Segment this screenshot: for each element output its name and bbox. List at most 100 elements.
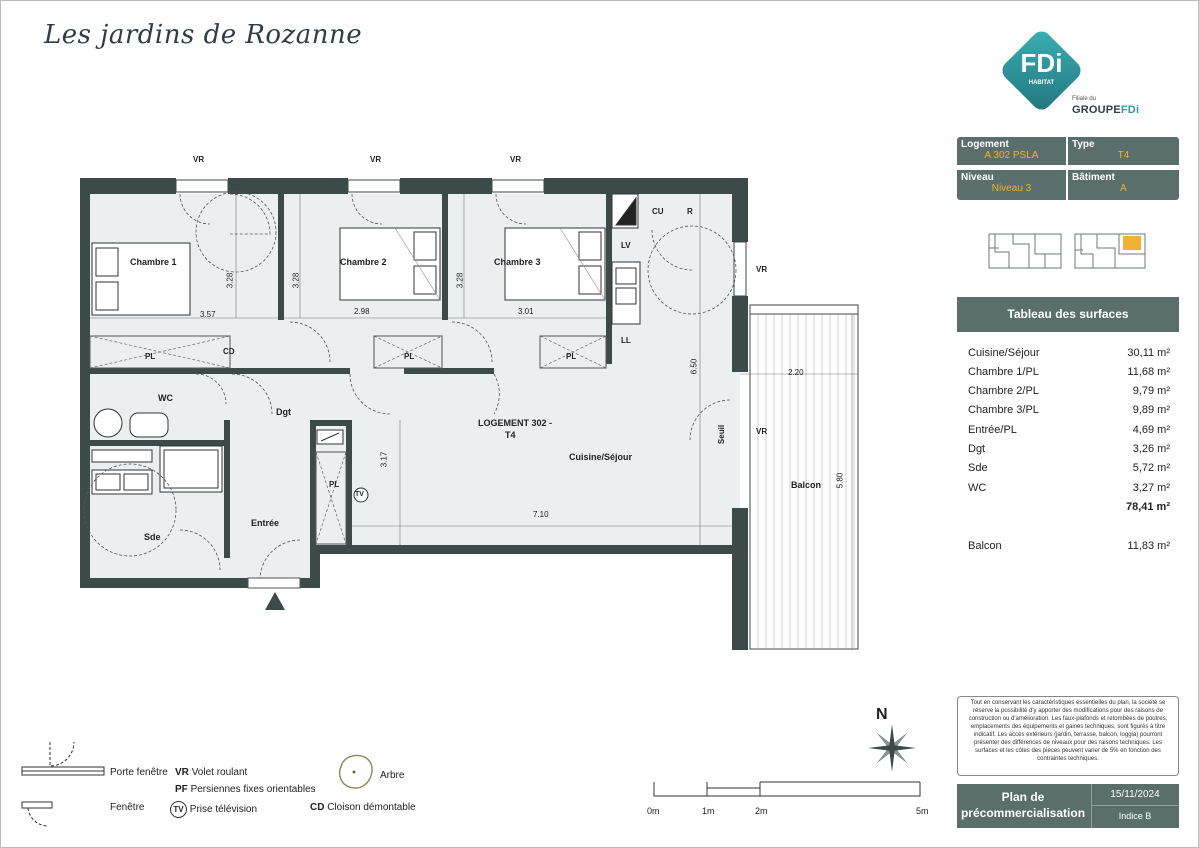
footer-indice: Indice B	[1118, 811, 1152, 821]
info-niveau: Niveau Niveau 3	[957, 170, 1066, 200]
surface-value: 3,26 m²	[1132, 443, 1170, 455]
surface-label: Entrée/PL	[968, 424, 1017, 436]
surface-value: 11,68 m²	[1127, 366, 1170, 378]
logo-text: FDi	[1021, 48, 1063, 78]
project-title: Les jardins de Rozanne	[44, 20, 363, 50]
closets	[89, 335, 607, 545]
kitchen-fixtures	[611, 193, 641, 325]
room-chambre1: Chambre 1	[130, 257, 177, 267]
scale-2: 2m	[755, 806, 768, 816]
tree-icon	[338, 754, 373, 789]
room-balcon: Balcon	[791, 480, 822, 490]
legend-tv: TV Prise télévision	[170, 801, 257, 818]
legend-fenetre: Fenêtre	[110, 802, 145, 813]
footer-divider	[1091, 805, 1179, 806]
legend-symbols	[21, 741, 105, 827]
niveau-label: Niveau	[961, 172, 994, 183]
lv-label: LV	[621, 241, 631, 250]
legend-cd: CD Cloison démontable	[310, 802, 416, 813]
surface-value: 9,79 m²	[1132, 385, 1170, 397]
vr-label: VR	[756, 265, 768, 274]
legend-pf: PF Persiennes fixes orientables	[175, 784, 316, 795]
surfaces-header: Tableau des surfaces	[957, 297, 1179, 332]
key-plan	[988, 233, 1146, 269]
pl-label: PL	[145, 352, 156, 361]
legend-vr-text: Volet roulant	[191, 767, 248, 778]
dim: 5.80	[835, 472, 845, 489]
pl-label: PL	[404, 352, 415, 361]
vr-label: VR	[193, 155, 205, 164]
room-chambre3: Chambre 3	[494, 257, 541, 267]
logement-value: A 302 PSLA	[984, 150, 1039, 161]
surface-label: Chambre 2/PL	[968, 385, 1039, 397]
dim: 3.28	[455, 272, 465, 289]
surface-label: Chambre 3/PL	[968, 404, 1039, 416]
dim: 6.50	[689, 358, 699, 375]
surface-label: Cuisine/Séjour	[968, 347, 1040, 359]
footer-date: 15/11/2024	[1110, 789, 1160, 800]
vr-label: VR	[370, 155, 382, 164]
legend-pf-text: Persiennes fixes orientables	[190, 784, 316, 795]
surface-label: Chambre 1/PL	[968, 366, 1039, 378]
compass-icon	[868, 724, 916, 772]
surface-value: 3,27 m²	[1132, 482, 1170, 494]
room-sde: Sde	[144, 532, 161, 542]
dim: 3.28	[225, 272, 235, 289]
footer-title-1: Plan de	[1001, 790, 1045, 804]
dim: 2.20	[788, 368, 804, 377]
info-logement: Logement A 302 PSLA	[957, 137, 1066, 165]
electrical-panel	[316, 429, 344, 445]
footer-title-2: précommercialisation	[960, 806, 1086, 820]
logement-type: T4	[505, 430, 516, 440]
interior-walls	[90, 194, 612, 558]
scale-5: 5m	[916, 806, 929, 816]
fdi-logo: FDi HABITAT	[1002, 31, 1081, 110]
batiment-value: A	[1120, 183, 1127, 194]
dim: 3.57	[200, 310, 216, 319]
dim: 2.98	[354, 307, 370, 316]
legend-vr: VR Volet roulant	[175, 767, 247, 778]
entrance-arrow	[265, 592, 285, 610]
ll-label: LL	[621, 336, 631, 345]
room-dgt: Dgt	[276, 407, 291, 417]
info-batiment: Bâtiment A	[1068, 170, 1179, 200]
surface-label: WC	[968, 482, 987, 494]
pl-label: PL	[329, 480, 340, 489]
scale-bar	[653, 781, 921, 797]
beds	[91, 227, 606, 316]
room-chambre2: Chambre 2	[340, 257, 387, 267]
type-label: Type	[1072, 139, 1095, 150]
vr-label: VR	[510, 155, 522, 164]
seuil-label: Seuil	[717, 424, 727, 445]
scale-1: 1m	[702, 806, 715, 816]
disclaimer-notes: Tout en conservant les caractéristiques …	[957, 696, 1179, 776]
windows	[175, 179, 747, 297]
info-type: Type T4	[1068, 137, 1179, 165]
surface-value: 5,72 m²	[1132, 462, 1170, 474]
exterior-walls	[80, 178, 748, 650]
logement-label: Logement	[961, 139, 1009, 150]
dim: 3.17	[379, 451, 389, 468]
legend-pf-code: PF	[175, 784, 188, 795]
logo-group-suffix: FDi	[1120, 104, 1140, 116]
pl-label: PL	[566, 352, 577, 361]
logement-label: LOGEMENT 302 -	[478, 418, 553, 428]
room-wc: WC	[158, 393, 173, 403]
surface-value: 30,11 m²	[1127, 347, 1170, 359]
surface-label: Dgt	[968, 443, 986, 455]
logo-subtext: HABITAT	[1029, 80, 1055, 86]
tv-socket-icon	[353, 487, 369, 503]
room-entree: Entrée	[251, 518, 280, 528]
surface-total: 78,41 m²	[1125, 501, 1170, 513]
r-label: R	[687, 207, 693, 216]
logo-filiale: Filiale du	[1072, 96, 1097, 102]
tv-label: TV	[355, 491, 364, 498]
legend-cd-text: Cloison démontable	[327, 802, 416, 813]
legend-arbre: Arbre	[380, 770, 405, 781]
surface-value: 9,89 m²	[1132, 404, 1170, 416]
north-label: N	[876, 706, 888, 723]
balcony-deck	[749, 304, 859, 650]
cd-label: CD	[223, 347, 235, 356]
surface-value: 4,69 m²	[1132, 424, 1170, 436]
footer-box: Plan de précommercialisation 15/11/2024 …	[957, 784, 1179, 828]
